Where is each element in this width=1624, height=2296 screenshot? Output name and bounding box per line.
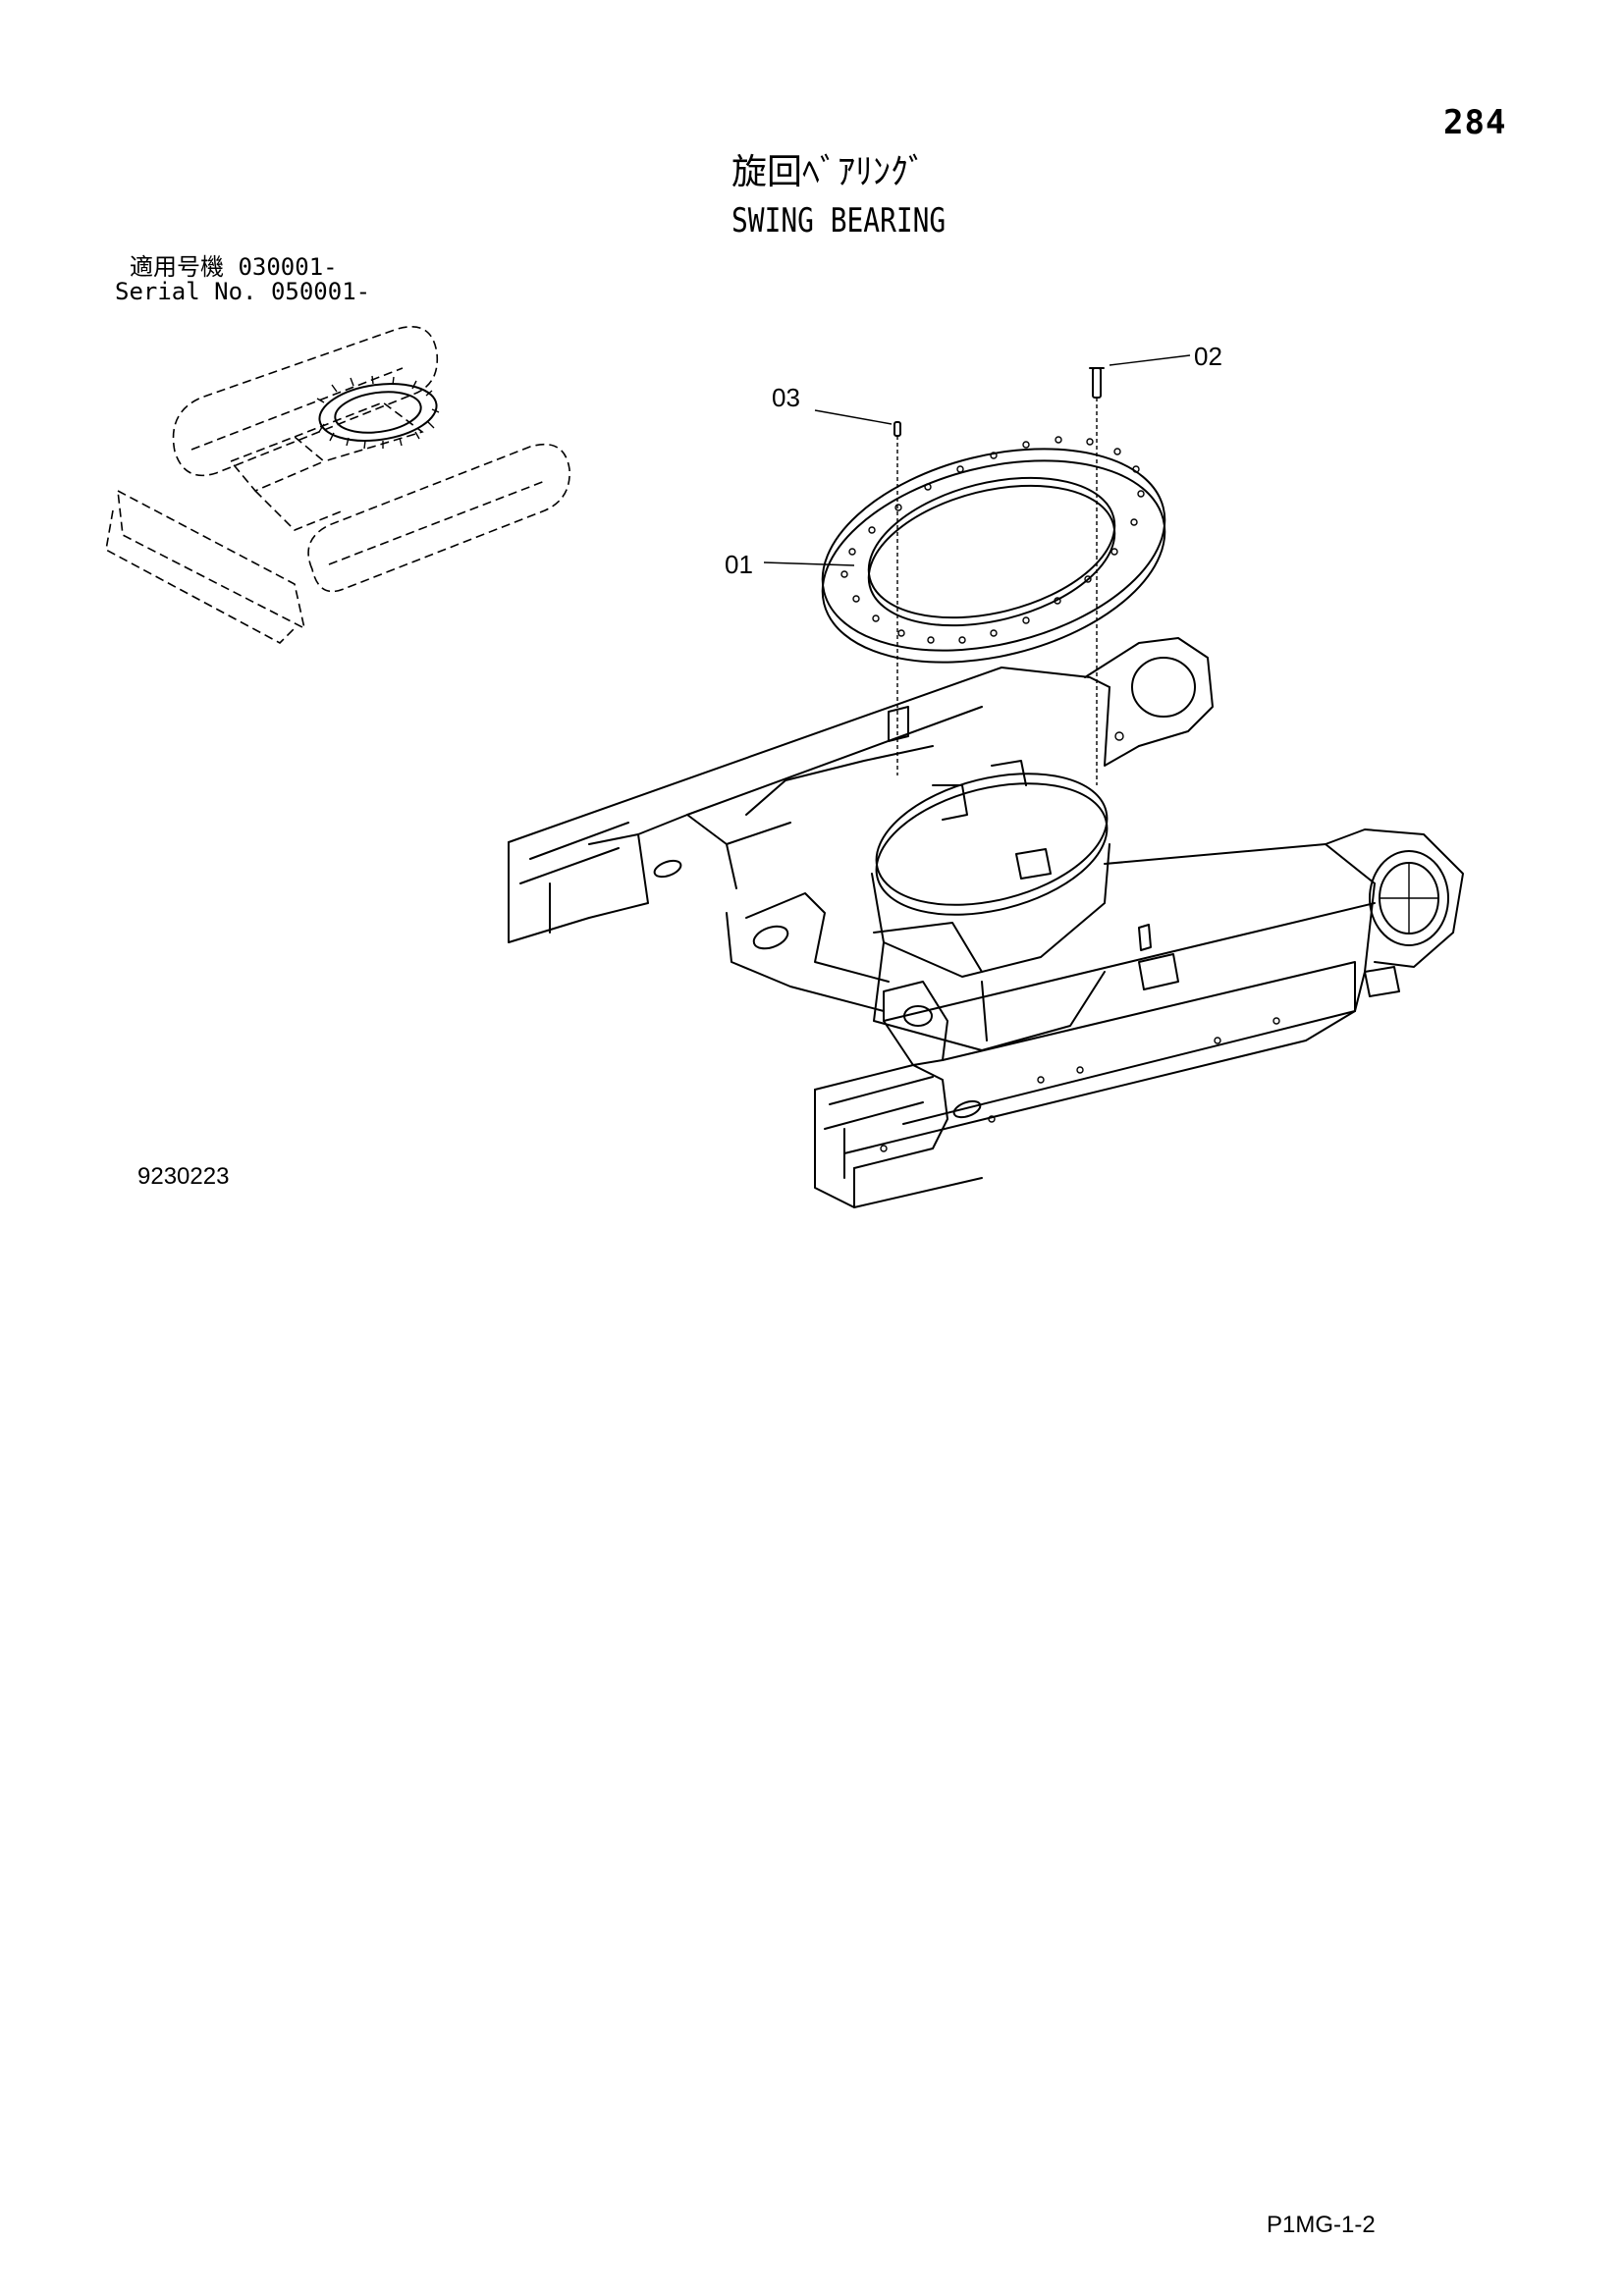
serial-range-japanese: 適用号機 030001- (130, 253, 338, 281)
page-number: 284 (1443, 103, 1507, 142)
sheet-code: P1MG-1-2 (1267, 2212, 1376, 2238)
bearing-bolt (1089, 367, 1105, 785)
callout-label-03: 03 (772, 383, 800, 412)
drawing-number: 9230223 (137, 1163, 230, 1190)
bearing-pin (893, 421, 901, 775)
page-title-japanese: 旋回ﾍﾞｱﾘﾝｸﾞ (731, 152, 927, 192)
callout-leader-lines (763, 354, 1191, 566)
swing-bearing-ring (821, 436, 1166, 664)
page-title-english: SWING BEARING (731, 201, 947, 240)
locator-machine-outline (105, 326, 570, 644)
callout-label-01: 01 (725, 550, 753, 579)
callout-label-02: 02 (1194, 342, 1222, 371)
track-frame (508, 637, 1464, 1208)
bearing-bolt-holes (840, 436, 1145, 644)
serial-range-english: Serial No. 050001- (115, 278, 371, 305)
